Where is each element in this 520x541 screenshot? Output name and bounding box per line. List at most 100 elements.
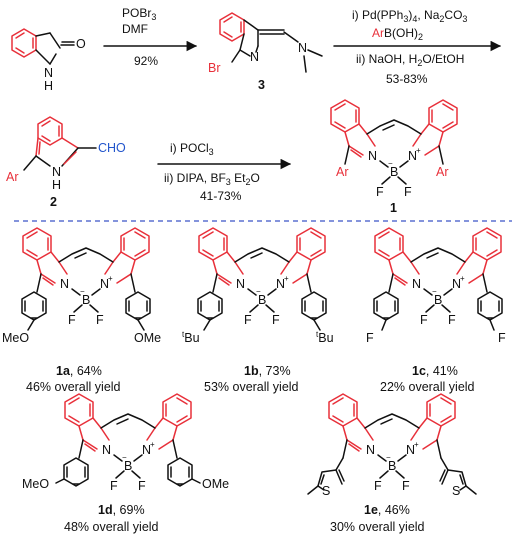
svg-text:+: + bbox=[108, 274, 113, 283]
group-CHO: CHO bbox=[98, 141, 126, 155]
arrow-step3: i) POCl3 ii) DIPA, BF3 Et2O 41-73% bbox=[157, 141, 292, 203]
atom-H: H bbox=[44, 79, 53, 93]
product-1c: N N B − + F F F F bbox=[366, 227, 506, 345]
svg-text:F: F bbox=[244, 313, 252, 327]
svg-text:MeO: MeO bbox=[22, 477, 49, 491]
atom-Ar: Ar bbox=[436, 165, 449, 179]
svg-text:N: N bbox=[366, 443, 375, 457]
svg-text:F: F bbox=[96, 313, 104, 327]
svg-text:F: F bbox=[138, 479, 146, 493]
svg-text:N: N bbox=[102, 443, 111, 457]
svg-text:F: F bbox=[366, 331, 374, 345]
svg-text:ii) DIPA, BF3 Et2O: ii) DIPA, BF3 Et2O bbox=[164, 171, 260, 187]
caption-1d: 1d, 69% bbox=[98, 503, 145, 517]
svg-text:N: N bbox=[412, 277, 421, 291]
svg-text:−: − bbox=[386, 453, 391, 462]
atom-O: O bbox=[76, 37, 86, 51]
product-1a: N N B − + F F MeO OMe bbox=[2, 227, 161, 345]
svg-text:B: B bbox=[82, 293, 90, 307]
label-compound-3: 3 bbox=[258, 78, 265, 92]
svg-text:F: F bbox=[448, 313, 456, 327]
product-1e: N N B − + F F S S bbox=[307, 393, 477, 498]
svg-text:N: N bbox=[60, 277, 69, 291]
svg-text:ii) NaOH, H2O/EtOH: ii) NaOH, H2O/EtOH bbox=[356, 52, 464, 68]
svg-text:tBu: tBu bbox=[182, 330, 200, 345]
overall-1b: 53% overall yield bbox=[204, 380, 299, 394]
arrow-step1: POBr3 DMF 92% bbox=[103, 6, 198, 68]
atom-N: N bbox=[52, 165, 61, 179]
atom-N-ring: N bbox=[250, 50, 259, 64]
svg-text:B: B bbox=[434, 293, 442, 307]
step1-yield: 92% bbox=[134, 54, 158, 68]
label-compound-2: 2 bbox=[50, 195, 57, 209]
reagent-ar: Ar bbox=[372, 26, 384, 40]
svg-text:F: F bbox=[374, 479, 382, 493]
isoindolinone-start: N H O bbox=[11, 28, 86, 93]
atom-N: N bbox=[368, 149, 377, 163]
atom-B: B bbox=[390, 165, 398, 179]
atom-N-amine: N bbox=[298, 41, 307, 55]
svg-text:+: + bbox=[460, 274, 465, 283]
svg-text:F: F bbox=[402, 479, 410, 493]
caption-1c: 1c, 41% bbox=[412, 364, 458, 378]
compound-3: Br N N 3 bbox=[208, 12, 323, 92]
caption-1e: 1e, 46% bbox=[364, 503, 410, 517]
reagent-pobr3: POBr bbox=[122, 6, 151, 20]
svg-text:B: B bbox=[258, 293, 266, 307]
charge-minus: − bbox=[388, 159, 393, 168]
atom-F: F bbox=[404, 185, 412, 199]
svg-text:N: N bbox=[452, 277, 461, 291]
atom-Br: Br bbox=[208, 61, 221, 75]
step3-yield: 41-73% bbox=[200, 189, 242, 203]
svg-text:N: N bbox=[236, 277, 245, 291]
atom-F: F bbox=[376, 185, 384, 199]
arrow-step2: i) Pd(PPh3)4, Na2CO3 ArB(OH)2 ii) NaOH, … bbox=[333, 8, 502, 86]
label-compound-1: 1 bbox=[390, 201, 397, 215]
svg-text:F: F bbox=[498, 331, 506, 345]
svg-text:+: + bbox=[284, 274, 289, 283]
svg-text:POBr3: POBr3 bbox=[122, 6, 156, 22]
atom-N: N bbox=[44, 66, 53, 80]
overall-1e: 30% overall yield bbox=[330, 520, 425, 534]
atom-H: H bbox=[52, 178, 61, 192]
atom-Ar: Ar bbox=[6, 170, 19, 184]
svg-text:−: − bbox=[256, 287, 261, 296]
overall-1c: 22% overall yield bbox=[380, 380, 475, 394]
svg-text:B: B bbox=[124, 459, 132, 473]
svg-text:+: + bbox=[150, 440, 155, 449]
reagent-dmf: DMF bbox=[122, 22, 148, 36]
charge-plus: + bbox=[416, 146, 421, 155]
svg-text:F: F bbox=[420, 313, 428, 327]
svg-text:N: N bbox=[100, 277, 109, 291]
svg-text:MeO: MeO bbox=[2, 331, 29, 345]
svg-text:−: − bbox=[432, 287, 437, 296]
svg-text:F: F bbox=[68, 313, 76, 327]
overall-1d: 48% overall yield bbox=[64, 520, 159, 534]
overall-1a: 46% overall yield bbox=[26, 380, 121, 394]
svg-text:OMe: OMe bbox=[202, 477, 229, 491]
svg-text:i) Pd(PPh3)4, Na2CO3: i) Pd(PPh3)4, Na2CO3 bbox=[352, 8, 467, 24]
caption-1a: 1a, 64% bbox=[56, 364, 102, 378]
atom-N: N bbox=[408, 149, 417, 163]
product-1b: N N B − + F F tBu tBu bbox=[182, 227, 334, 345]
svg-text:−: − bbox=[80, 287, 85, 296]
svg-text:OMe: OMe bbox=[134, 331, 161, 345]
svg-text:ArB(OH)2: ArB(OH)2 bbox=[372, 26, 423, 42]
step2-yield: 53-83% bbox=[386, 72, 428, 86]
compound-2: Ar N H CHO 2 bbox=[6, 116, 126, 209]
svg-text:+: + bbox=[414, 440, 419, 449]
svg-text:N: N bbox=[276, 277, 285, 291]
svg-text:F: F bbox=[272, 313, 280, 327]
svg-text:S: S bbox=[452, 484, 460, 498]
svg-text:i) POCl3: i) POCl3 bbox=[170, 141, 214, 157]
compound-1: N N B − + F F Ar Ar 1 bbox=[330, 99, 458, 215]
svg-text:S: S bbox=[322, 484, 330, 498]
svg-text:B: B bbox=[388, 459, 396, 473]
svg-text:−: − bbox=[122, 453, 127, 462]
svg-text:N: N bbox=[142, 443, 151, 457]
product-1d: N N B − + F F MeO OMe bbox=[22, 393, 229, 493]
svg-text:tBu: tBu bbox=[316, 330, 334, 345]
atom-Ar: Ar bbox=[336, 165, 349, 179]
caption-1b: 1b, 73% bbox=[244, 364, 291, 378]
